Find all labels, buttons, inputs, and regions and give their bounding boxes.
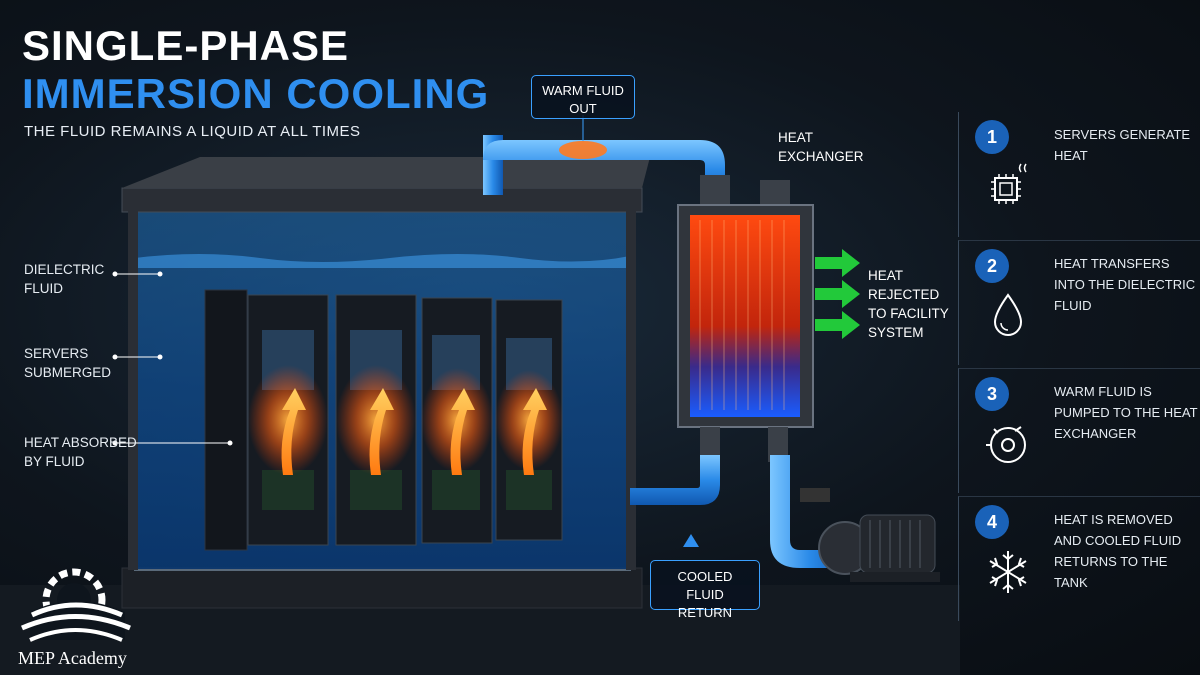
- callout-heat-absorbed: HEAT ABSORBED BY FLUID: [24, 435, 137, 469]
- tank-base: [121, 567, 643, 609]
- cpu-heat-icon: [991, 163, 1027, 204]
- pump-assembly: [770, 455, 940, 582]
- snowflake-icon: [989, 551, 1027, 593]
- heat-exchanger-label: HEAT EXCHANGER: [778, 130, 864, 164]
- cooling-diagram: [0, 115, 960, 675]
- step-number-badge: 1: [975, 120, 1009, 154]
- callout-servers-submerged: SERVERS SUBMERGED: [24, 346, 112, 380]
- subtitle: THE FLUID REMAINS A LIQUID AT ALL TIMES: [24, 123, 361, 140]
- heat-exchanger: [677, 175, 814, 462]
- step-1: 1 SERVERS GENERATE HEAT: [958, 112, 1200, 237]
- logo-text: MEP Academy: [18, 648, 127, 668]
- heat-arrow-4: [522, 388, 547, 475]
- pump-icon: [986, 426, 1026, 463]
- step-2: 2 HEAT TRANSFERS INTO THE DIELECTRIC FLU…: [958, 240, 1200, 365]
- heat-rejection-arrows: [815, 249, 860, 339]
- tank-lid: [121, 187, 643, 213]
- warm-flow-indicator: [559, 141, 607, 159]
- step-3: 3 WARM FLUID IS PUMPED TO THE HEAT EXCHA…: [958, 368, 1200, 493]
- tank-lid-top: [122, 157, 650, 188]
- green-arrow-3: [815, 311, 860, 339]
- green-arrow-2: [815, 280, 860, 308]
- step-number-badge: 2: [975, 249, 1009, 283]
- title-line-1: SINGLE-PHASE: [22, 22, 350, 69]
- step-1-text: SERVERS GENERATE HEAT: [1054, 127, 1191, 163]
- mep-academy-logo-icon: [21, 568, 131, 642]
- tank-post-right: [626, 210, 636, 570]
- tank-post-left: [128, 210, 138, 570]
- heat-rejected-label: HEAT REJECTED TO FACILITY SYSTEM: [868, 268, 949, 340]
- cooled-return-pipe: [630, 455, 720, 505]
- return-flow-marker: [683, 534, 699, 547]
- server-side-panel: [204, 289, 248, 551]
- callout-leaders: [115, 115, 584, 444]
- pump-motor: [859, 514, 936, 574]
- green-arrow-1: [815, 249, 860, 277]
- step-number-badge: 4: [975, 505, 1009, 539]
- cooled-fluid-return-label: COOLED FLUID RETURN: [650, 560, 760, 620]
- step-number-badge: 3: [975, 377, 1009, 411]
- step-3-text: WARM FLUID IS PUMPED TO THE HEAT EXCHANG…: [1054, 384, 1198, 441]
- step-4-text: HEAT IS REMOVED AND COOLED FLUID RETURNS…: [1054, 512, 1182, 590]
- step-2-text: HEAT TRANSFERS INTO THE DIELECTRIC FLUID: [1054, 256, 1196, 313]
- droplet-icon: [993, 293, 1023, 336]
- heat-arrow-1: [281, 388, 306, 475]
- heat-rise-arrows: [281, 388, 547, 475]
- callout-dielectric-fluid: DIELECTRIC FLUID: [24, 262, 105, 296]
- step-4: 4 HEAT IS REMOVED AND COOLED FLUID RETUR…: [958, 496, 1200, 621]
- fluid-surface: [135, 254, 630, 268]
- warm-fluid-out-label: WARM FLUID OUT: [531, 75, 635, 119]
- callout-dots: [112, 271, 233, 446]
- heat-arrow-3: [450, 388, 475, 475]
- warm-fluid-pipe: [483, 135, 725, 200]
- heat-arrow-2: [369, 388, 394, 475]
- title-line-2: IMMERSION COOLING: [22, 70, 490, 117]
